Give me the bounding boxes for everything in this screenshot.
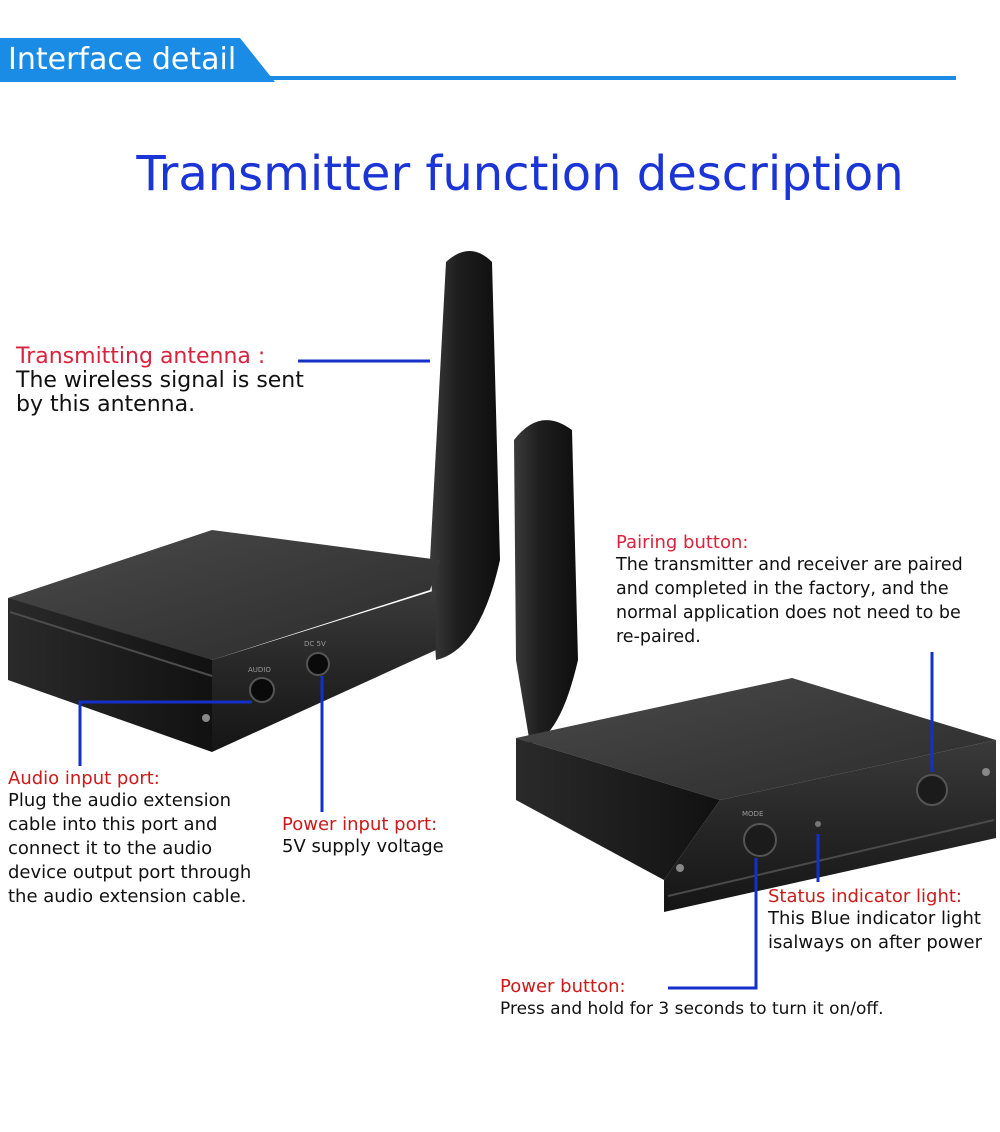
pairing-button <box>916 774 948 806</box>
header-banner <box>0 38 275 82</box>
power-port <box>306 652 330 676</box>
callout-audio: Audio input port: Plug the audio extensi… <box>8 768 251 909</box>
leader-lines <box>78 359 934 990</box>
transmitter-antenna <box>430 251 500 660</box>
callout-antenna: Transmitting antenna : The wireless sign… <box>16 344 304 417</box>
transmitter-device: AUDIO DC 5V <box>8 251 500 752</box>
power-button-title: Power button: <box>500 976 626 997</box>
callout-status: Status indicator light: This Blue indica… <box>768 886 982 955</box>
power-input-body: 5V supply voltage <box>282 836 444 857</box>
audio-port-label: AUDIO <box>248 666 271 674</box>
mode-label: MODE <box>742 810 763 818</box>
header-underline <box>0 76 956 80</box>
status-light <box>815 821 821 827</box>
audio-port <box>249 677 275 703</box>
power-port-label: DC 5V <box>304 640 326 648</box>
pairing-body: The transmitter and receiver are paired … <box>616 555 963 647</box>
antenna-body: The wireless signal is sent by this ante… <box>16 368 304 417</box>
header-label: Interface detail <box>8 42 237 77</box>
page-title: Transmitter function description <box>136 146 904 202</box>
callout-pairing: Pairing button: The transmitter and rece… <box>616 532 963 649</box>
status-title: Status indicator light: <box>768 886 962 907</box>
leader-power-button <box>668 858 758 990</box>
receiver-device: MODE <box>514 420 996 912</box>
receiver-antenna <box>514 420 578 744</box>
pairing-title: Pairing button: <box>616 532 749 553</box>
power-input-title: Power input port: <box>282 814 438 835</box>
callout-power-button: Power button: Press and hold for 3 secon… <box>500 976 884 1021</box>
callout-power-input: Power input port: 5V supply voltage <box>282 814 444 859</box>
status-body: This Blue indicator light isalways on af… <box>768 908 982 953</box>
leader-audio <box>78 700 252 766</box>
audio-body: Plug the audio extension cable into this… <box>8 790 252 907</box>
power-button <box>743 823 777 857</box>
audio-title: Audio input port: <box>8 768 160 789</box>
power-button-body: Press and hold for 3 seconds to turn it … <box>500 999 884 1019</box>
antenna-title: Transmitting antenna : <box>16 344 266 369</box>
